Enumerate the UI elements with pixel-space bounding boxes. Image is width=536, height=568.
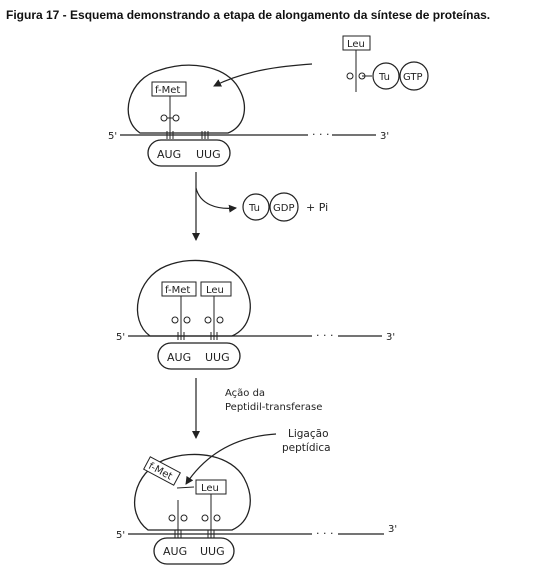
codon-uug-1: UUG — [196, 148, 221, 161]
tu-label-2: Tu — [248, 203, 260, 214]
leu-label-2: Leu — [206, 285, 224, 296]
stage-3: 5' · · · 3' AUG UUG f-Met Leu Ligação pe… — [116, 428, 397, 565]
fmet-label-2: f-Met — [165, 285, 190, 296]
tu-circle-2 — [242, 193, 270, 221]
tu-circle-1 — [372, 62, 400, 90]
gdp-label: GDP — [273, 203, 294, 214]
three-prime-label-1: 3' — [380, 131, 389, 142]
anticodon-ticks-3 — [174, 530, 215, 538]
dots-3: · · · — [316, 527, 333, 540]
three-prime-label-2: 3' — [386, 332, 395, 343]
ribosome-small-subunit-2 — [157, 342, 241, 370]
trnas-3 — [168, 486, 221, 530]
peptide-bond-arrow — [185, 433, 277, 485]
plus-pi-label: + Pi — [306, 201, 328, 214]
tu-label-1: Tu — [378, 72, 390, 83]
stage-2: 5' · · · 3' AUG UUG f-Met Leu — [116, 259, 395, 370]
leu-label-3: Leu — [201, 483, 219, 494]
trnas-2 — [171, 296, 224, 332]
ribosome-large-subunit-2 — [136, 259, 251, 337]
leu-label-1: Leu — [347, 39, 365, 50]
leu-box-2 — [200, 281, 232, 297]
fmet-box-2 — [161, 281, 197, 297]
ligacao-label-1: Ligação — [288, 428, 329, 440]
dots-1: · · · — [312, 128, 329, 141]
ribosome-small-subunit-1 — [147, 139, 231, 167]
codon-aug-2: AUG — [167, 351, 191, 364]
trna-fmet-1 — [160, 96, 180, 131]
five-prime-label-2: 5' — [116, 332, 125, 343]
incoming-arrow — [213, 63, 313, 87]
five-prime-label-1: 5' — [108, 131, 117, 142]
ligacao-label-2: peptídica — [282, 442, 331, 454]
gtp-label: GTP — [403, 72, 423, 83]
codon-aug-3: AUG — [163, 545, 187, 558]
dots-2: · · · — [316, 329, 333, 342]
fmet-box-3 — [143, 456, 181, 486]
ribosome-small-subunit-3 — [153, 537, 235, 565]
fmet-label-1: f-Met — [155, 85, 180, 96]
fmet-box-1 — [151, 81, 187, 97]
codon-uug-3: UUG — [200, 545, 225, 558]
anticodon-ticks-2 — [177, 332, 218, 340]
trna-leu-1 — [346, 50, 372, 92]
three-prime-label-3: 3' — [388, 524, 397, 535]
gtp-circle — [399, 61, 429, 91]
release-arrow — [195, 187, 237, 213]
five-prime-label-3: 5' — [116, 530, 125, 541]
ribosome-large-subunit-1 — [127, 64, 246, 134]
acao-label-1: Ação da — [225, 388, 265, 399]
gdp-circle — [269, 192, 299, 222]
codon-aug-1: AUG — [157, 148, 181, 161]
figure-title: Figura 17 - Esquema demonstrando a etapa… — [6, 8, 491, 22]
anticodon-ticks-1 — [166, 131, 209, 139]
codon-uug-2: UUG — [205, 351, 230, 364]
acao-label-2: Peptidil-transferase — [225, 402, 322, 413]
stage-1: 5' · · · 3' AUG UUG f-Met Leu Tu — [108, 35, 429, 167]
